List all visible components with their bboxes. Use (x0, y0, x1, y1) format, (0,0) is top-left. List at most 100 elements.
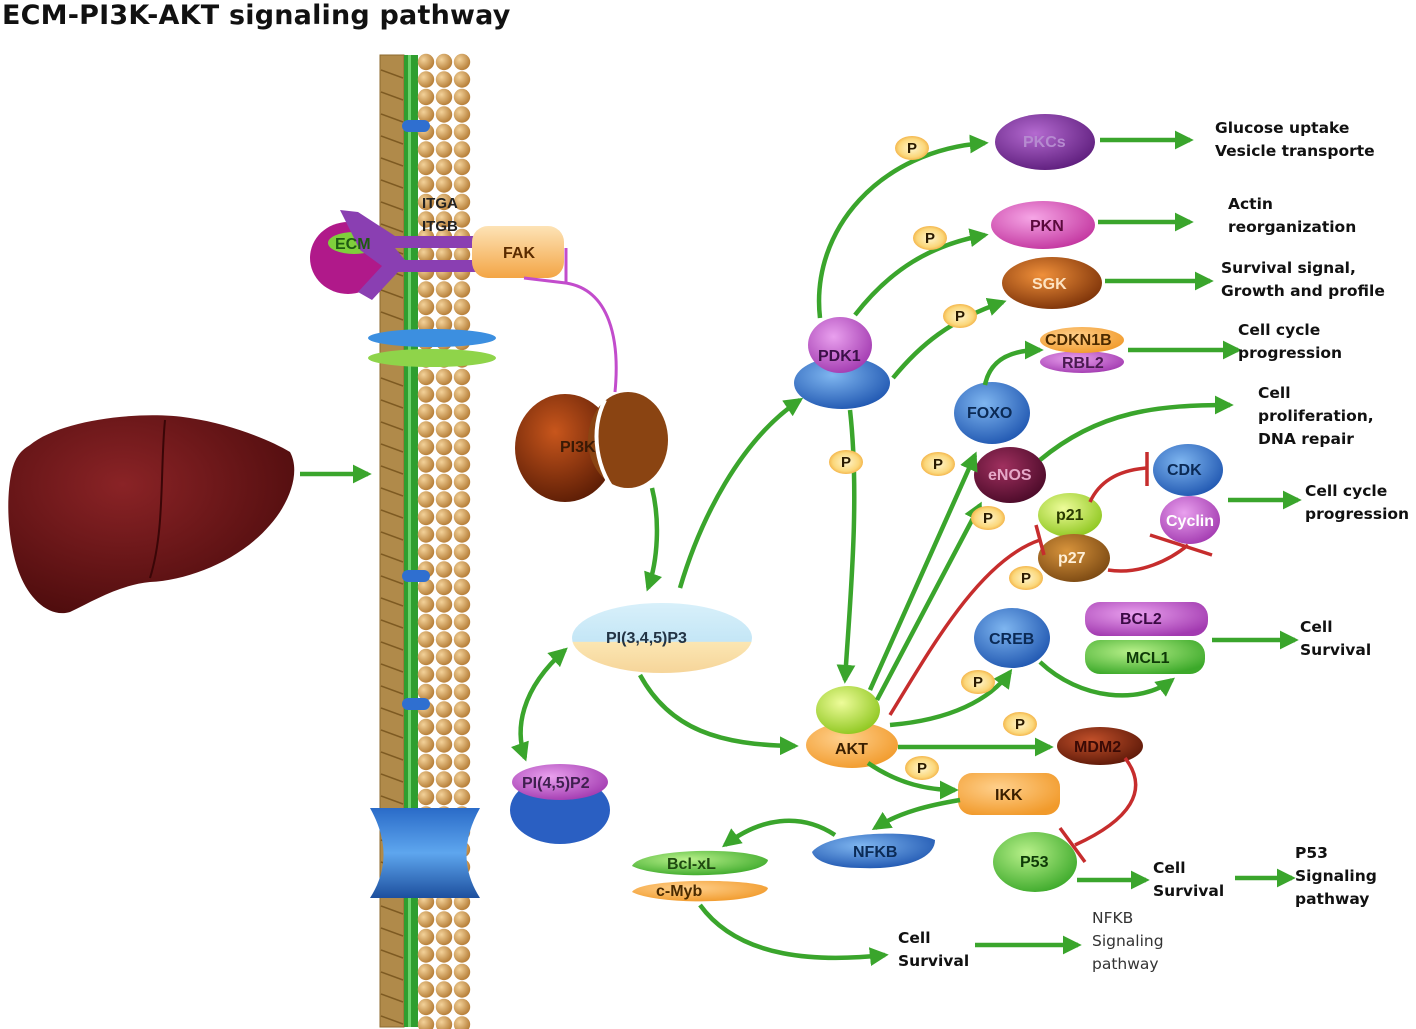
cell-wall-fiber (380, 993, 404, 1003)
lipid-head (417, 613, 435, 631)
outcome-survival-p53: Cell Survival (1153, 859, 1224, 900)
inhibition-lines (888, 452, 1213, 864)
lipid-head (435, 176, 453, 193)
cell-wall-fiber (380, 487, 404, 497)
fak-pi3k-link (523, 248, 618, 393)
outcome-survival-nfkb: Cell Survival (898, 929, 969, 970)
lipid-head (435, 998, 453, 1016)
pip3-label: PI(3,4,5)P3 (606, 630, 687, 647)
p27-node (1038, 534, 1110, 582)
lipid-head (417, 176, 435, 193)
svg-text:P: P (933, 456, 943, 473)
lipid-head (417, 981, 435, 998)
akt-label: AKT (835, 741, 868, 758)
lipid-head (435, 386, 453, 403)
lipid-head (453, 998, 471, 1016)
cell-wall-fiber (380, 597, 404, 607)
itga-label: ITGA (422, 195, 458, 212)
lipid-head (435, 543, 453, 561)
creb-label: CREB (989, 631, 1034, 648)
svg-text:P: P (925, 230, 935, 247)
lipid-head (435, 438, 453, 456)
lipid-head (417, 473, 435, 491)
pdk1-label: PDK1 (818, 348, 861, 365)
lipid-head (453, 438, 471, 456)
lipid-head (435, 193, 453, 211)
outcome-survival-growth: Survival signal, Growth and profile (1221, 259, 1385, 300)
creb-node (974, 608, 1050, 668)
lipid-head (417, 158, 435, 176)
lipid-head (453, 946, 471, 963)
p21-node (1038, 493, 1102, 537)
enos-label: eNOS (988, 467, 1032, 484)
lipid-head (417, 578, 435, 596)
bcl2-mcl1-node (1085, 602, 1208, 674)
enos-node (974, 447, 1046, 503)
phospho-badge-icon: P (1003, 712, 1037, 736)
lipid-head (453, 421, 471, 438)
phospho-badge-icon: P (971, 506, 1005, 530)
lipid-head (417, 403, 435, 421)
lipid-head (435, 141, 453, 158)
lipid-head (453, 666, 471, 683)
svg-text:P: P (1015, 716, 1025, 733)
lipid-head (435, 53, 453, 71)
lipid-head (417, 88, 435, 106)
lipid-head (435, 281, 453, 298)
svg-text:P: P (955, 308, 965, 325)
lipid-head (453, 211, 471, 228)
cell-wall-fiber (380, 575, 404, 585)
lipid-head (435, 788, 453, 806)
lipid-head (435, 648, 453, 666)
diagram-title: ECM-PI3K-AKT signaling pathway (2, 0, 511, 31)
mcl1-label: MCL1 (1126, 650, 1170, 667)
cell-wall-fiber (380, 971, 404, 981)
cell-wall-fiber (380, 465, 404, 475)
lipid-head (453, 771, 471, 788)
cell-wall-fiber (380, 421, 404, 431)
lipid-head (453, 928, 471, 946)
lipid-head (453, 88, 471, 106)
lipid-head (453, 298, 471, 316)
lipid-head (435, 1016, 453, 1029)
lipid-head (453, 911, 471, 928)
lipid-head (453, 578, 471, 596)
lipid-head (435, 753, 453, 771)
lipid-head (435, 771, 453, 788)
cell-wall-fiber (380, 663, 404, 673)
lipid-head (435, 701, 453, 718)
bcl2-label: BCL2 (1120, 611, 1162, 628)
rbl2-label: RBL2 (1062, 355, 1104, 372)
lipid-head (417, 526, 435, 543)
cell-wall-fiber (380, 553, 404, 563)
lipid-head (435, 298, 453, 316)
svg-text:P: P (907, 140, 917, 157)
pip3-node (572, 603, 752, 673)
lipid-head (435, 316, 453, 333)
mdm2-label: MDM2 (1074, 739, 1121, 756)
bclxl-cmyb-node (632, 850, 768, 902)
cell-wall-fiber (380, 641, 404, 651)
cell-wall-fiber (380, 751, 404, 761)
lipid-head (453, 718, 471, 736)
lipid-head (417, 911, 435, 928)
lipid-head (417, 438, 435, 456)
integrin-receptor (340, 210, 505, 300)
lipid-head (417, 963, 435, 981)
lipid-head (453, 53, 471, 71)
lipid-head (417, 141, 435, 158)
lipid-head (435, 963, 453, 981)
lipid-head (435, 981, 453, 998)
phospho-badge-icon: P (943, 304, 977, 328)
lipid-head (453, 963, 471, 981)
akt-node (806, 686, 898, 768)
ion-channel (370, 808, 480, 898)
pkn-label: PKN (1030, 218, 1064, 235)
lipid-head (435, 246, 453, 263)
fak-label: FAK (503, 245, 535, 262)
p53-label: P53 (1020, 854, 1049, 871)
nfkb-node (812, 833, 935, 869)
pkcs-label: PKCs (1023, 134, 1066, 151)
lipid-head (435, 123, 453, 141)
lipid-head (435, 596, 453, 613)
